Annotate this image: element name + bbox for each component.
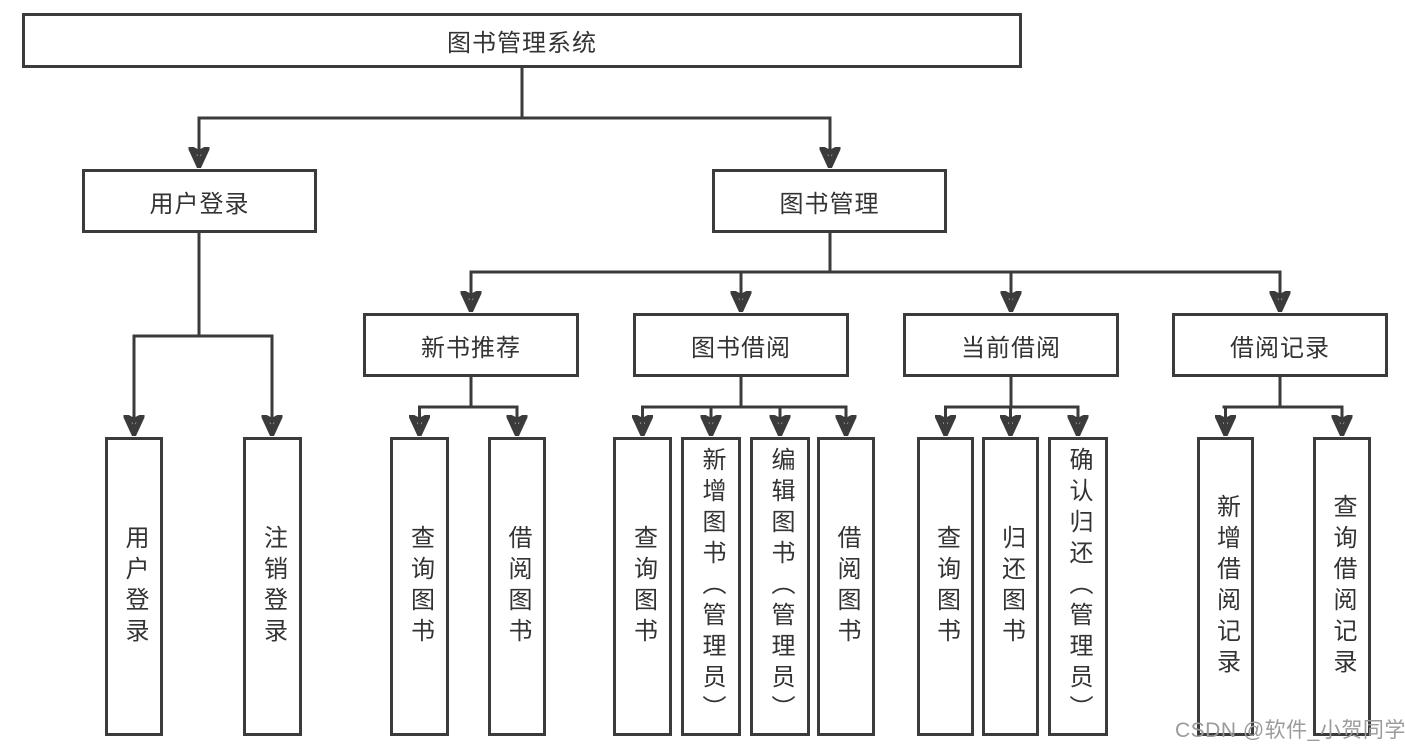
node-label: 注销登录 (259, 524, 287, 649)
leaf-return-book: 归还图书 (982, 437, 1039, 736)
node-label: 新增借阅记录 (1212, 493, 1240, 680)
leaf-query-books-current: 查询图书 (917, 437, 974, 736)
leaf-logout: 注销登录 (243, 437, 302, 736)
node-book-borrowing: 图书借阅 (633, 313, 849, 377)
leaf-borrow-books-recommend: 借阅图书 (488, 437, 546, 736)
node-label: 查询图书 (629, 524, 657, 649)
leaf-edit-book-admin: 编辑图书（管理员） (750, 437, 810, 736)
leaf-query-books-recommend: 查询图书 (390, 437, 449, 736)
node-label: 用户登录 (149, 190, 250, 218)
leaf-user-login: 用户登录 (105, 437, 163, 736)
leaf-query-books-borrow: 查询图书 (613, 437, 672, 736)
leaf-add-book-admin: 新增图书（管理员） (681, 437, 741, 736)
leaf-borrow-books: 借阅图书 (817, 437, 875, 736)
node-label: 用户登录 (121, 524, 148, 649)
node-book-management: 图书管理 (712, 169, 947, 233)
node-label: 图书管理 (779, 190, 880, 218)
node-label: 图书借阅 (691, 334, 791, 362)
leaf-confirm-return-admin: 确认归还（管理员） (1048, 437, 1108, 736)
node-label: 借阅记录 (1230, 334, 1330, 362)
node-new-book-recommendation: 新书推荐 (363, 313, 579, 377)
node-label: 查询图书 (932, 524, 960, 649)
node-label: 借阅图书 (833, 524, 860, 649)
leaf-query-borrow-record: 查询借阅记录 (1313, 437, 1371, 736)
node-label: 编辑图书（管理员） (767, 447, 794, 726)
node-library-management-system: 图书管理系统 (22, 13, 1022, 68)
node-label: 新增图书（管理员） (698, 447, 725, 726)
node-label: 图书管理系统 (447, 30, 597, 57)
node-label: 新书推荐 (421, 334, 521, 362)
node-label: 查询借阅记录 (1329, 493, 1356, 680)
node-label: 查询图书 (406, 524, 434, 649)
node-label: 确认归还（管理员） (1065, 447, 1092, 726)
node-label: 归还图书 (997, 524, 1025, 649)
node-current-borrowing: 当前借阅 (903, 313, 1119, 377)
leaf-add-borrow-record: 新增借阅记录 (1197, 437, 1254, 736)
node-user-login: 用户登录 (82, 169, 317, 233)
node-borrowing-records: 借阅记录 (1172, 313, 1388, 377)
node-label: 借阅图书 (504, 524, 531, 649)
csdn-watermark: CSDN @软件_小贺同学 (1175, 719, 1405, 742)
node-label: 当前借阅 (961, 334, 1061, 362)
